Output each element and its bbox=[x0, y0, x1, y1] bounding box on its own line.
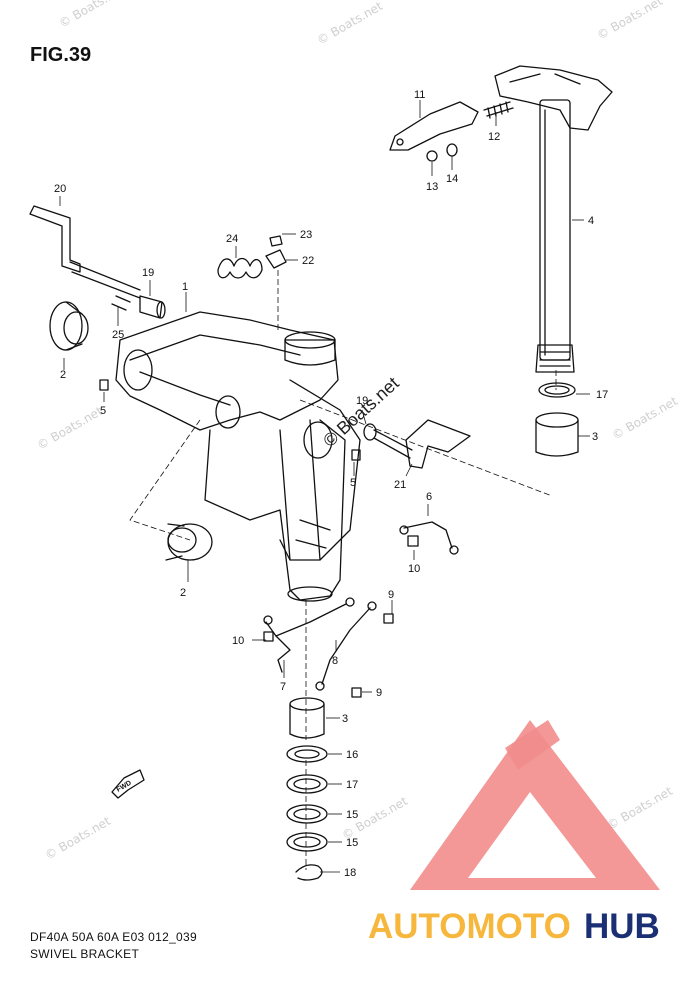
callout-9: 9 bbox=[388, 589, 394, 601]
spring-24-group bbox=[217, 235, 287, 279]
callout-8: 8 bbox=[332, 655, 338, 667]
bush-2a bbox=[49, 301, 89, 351]
logo-text-b: HUB bbox=[584, 907, 660, 946]
alignment-lines bbox=[129, 270, 557, 870]
washer-stack bbox=[286, 745, 328, 881]
callout-19: 19 bbox=[356, 395, 368, 407]
bolts-5 bbox=[99, 379, 361, 461]
watermark: © Boats.net bbox=[605, 784, 676, 833]
bush-3a bbox=[535, 382, 579, 457]
lever-20 bbox=[29, 205, 141, 311]
watermark: © Boats.net bbox=[35, 404, 106, 453]
callout-23: 23 bbox=[300, 229, 312, 241]
lever-21 bbox=[363, 419, 471, 469]
watermark: © Boats.net bbox=[315, 0, 386, 48]
callout-10: 10 bbox=[232, 635, 244, 647]
callout-12: 12 bbox=[488, 131, 500, 143]
callout-2: 2 bbox=[180, 587, 186, 599]
callout-4: 4 bbox=[588, 215, 594, 227]
automotohub-logo: AUTOMOTO HUB bbox=[368, 720, 660, 946]
figure-name: SWIVEL BRACKET bbox=[30, 947, 140, 961]
swivel-bracket-body bbox=[115, 311, 361, 602]
callout-13: 13 bbox=[426, 181, 438, 193]
callout-16: 16 bbox=[346, 749, 358, 761]
watermark: © Boats.net bbox=[595, 0, 666, 43]
watermark: © Boats.net bbox=[57, 0, 128, 31]
callout-22: 22 bbox=[302, 255, 314, 267]
callout-14: 14 bbox=[446, 173, 458, 185]
watermark: © Boats.net bbox=[43, 814, 114, 863]
callout-19: 19 bbox=[142, 267, 154, 279]
callout-20: 20 bbox=[54, 183, 66, 195]
fwd-arrow-icon bbox=[111, 769, 145, 799]
callout-21: 21 bbox=[394, 479, 406, 491]
bush-2b bbox=[165, 523, 213, 561]
steering-shaft bbox=[494, 65, 613, 373]
watermark: © Boats.net bbox=[610, 394, 681, 443]
callout-17: 17 bbox=[596, 389, 608, 401]
callout-25: 25 bbox=[112, 329, 124, 341]
callout-10: 10 bbox=[408, 563, 420, 575]
callout-7: 7 bbox=[280, 681, 286, 693]
bush-3b bbox=[289, 697, 325, 739]
callout-15: 15 bbox=[346, 809, 358, 821]
leader-lines bbox=[59, 100, 590, 873]
pin-19a bbox=[139, 295, 166, 319]
figure-code: DF40A 50A 60A E03 012_039 bbox=[30, 930, 197, 944]
callout-17: 17 bbox=[346, 779, 358, 791]
figure-title: FIG.39 bbox=[30, 44, 92, 66]
ground-wire-6 bbox=[399, 521, 459, 555]
callout-9: 9 bbox=[376, 687, 382, 699]
callout-15: 15 bbox=[346, 837, 358, 849]
callout-6: 6 bbox=[426, 491, 432, 503]
callout-5: 5 bbox=[100, 405, 106, 417]
callout-11: 11 bbox=[414, 89, 425, 101]
ground-wires-7-8 bbox=[263, 597, 394, 698]
callout-5: 5 bbox=[350, 477, 356, 489]
callout-2: 2 bbox=[60, 369, 66, 381]
callout-24: 24 bbox=[226, 233, 238, 245]
callout-3: 3 bbox=[342, 713, 348, 725]
logo-text-a: AUTOMOTO bbox=[368, 907, 571, 946]
callout-3: 3 bbox=[592, 431, 598, 443]
callout-1: 1 bbox=[182, 281, 188, 293]
callouts: 1 2 2 3 3 4 5 5 6 7 8 9 9 10 10 11 12 13… bbox=[54, 89, 608, 879]
bracket-11-group bbox=[389, 101, 514, 162]
fwd-label: FWD bbox=[116, 780, 133, 794]
callout-18: 18 bbox=[344, 867, 356, 879]
